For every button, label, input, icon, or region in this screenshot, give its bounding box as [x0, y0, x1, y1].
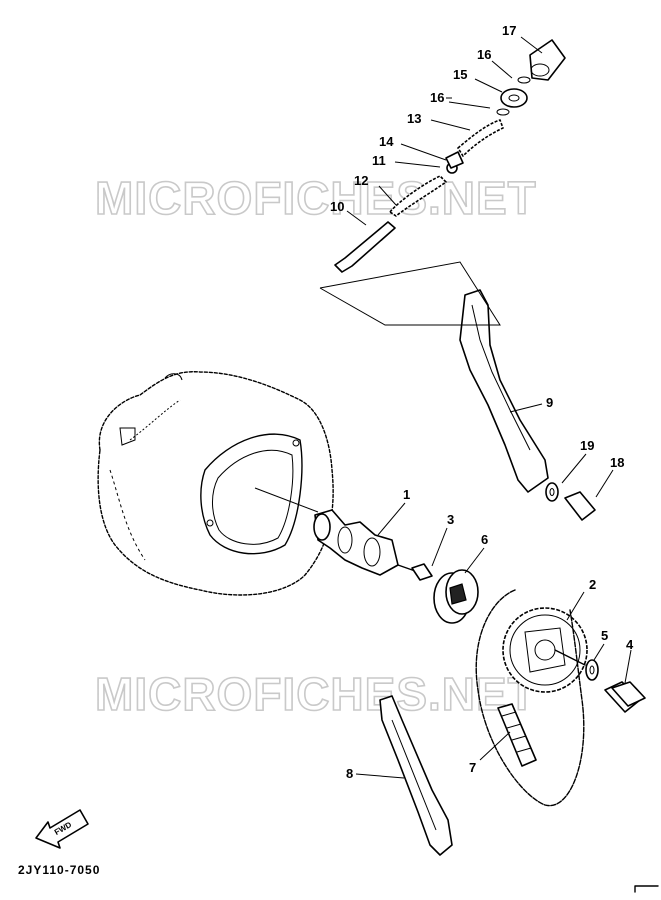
callout-3: 3: [447, 512, 454, 527]
chain-guide: [379, 695, 453, 856]
decompression-cam: [433, 569, 479, 624]
callout-4: 4: [626, 637, 634, 652]
callout-19: 19: [580, 438, 594, 453]
callout-16a: 16: [430, 90, 444, 105]
callout-5: 5: [601, 628, 608, 643]
callout-12: 12: [354, 173, 368, 188]
leader-lines: [346, 36, 632, 779]
washer-19: [545, 482, 559, 502]
callout-labels: 1 2 3 4 5 6 7 8 9 10 11 12 13 14 15 16 1…: [330, 23, 634, 781]
reference-code: 2JY110-7050: [18, 863, 100, 877]
callout-16b: 16: [477, 47, 491, 62]
callout-6: 6: [481, 532, 488, 547]
dowel-pin: [411, 563, 433, 581]
callout-18: 18: [610, 455, 624, 470]
washer-5: [585, 659, 599, 681]
fwd-arrow-icon: FWD: [35, 809, 89, 849]
cylinder-head: [97, 371, 334, 596]
callout-11: 11: [372, 153, 386, 168]
camshaft: [313, 509, 419, 576]
cam-chain: [475, 589, 585, 807]
bolt-18: [564, 491, 596, 521]
bolt-4: [604, 681, 646, 713]
tensioner-assembly: [319, 39, 566, 326]
watermark-top: MICROFICHES.NET: [95, 172, 537, 224]
callout-15: 15: [453, 67, 467, 82]
watermark-bottom: MICROFICHES.NET: [95, 668, 537, 720]
callout-8: 8: [346, 766, 353, 781]
callout-9: 9: [546, 395, 553, 410]
callout-1: 1: [403, 487, 410, 502]
tensioner-guide: [459, 289, 549, 493]
callout-10: 10: [330, 199, 344, 214]
cam-sprocket: [502, 607, 588, 693]
callout-17: 17: [502, 23, 516, 38]
callout-7: 7: [469, 760, 476, 775]
corner-mark: [634, 885, 659, 893]
callout-13: 13: [407, 111, 421, 126]
callout-14: 14: [379, 134, 394, 149]
callout-2: 2: [589, 577, 596, 592]
